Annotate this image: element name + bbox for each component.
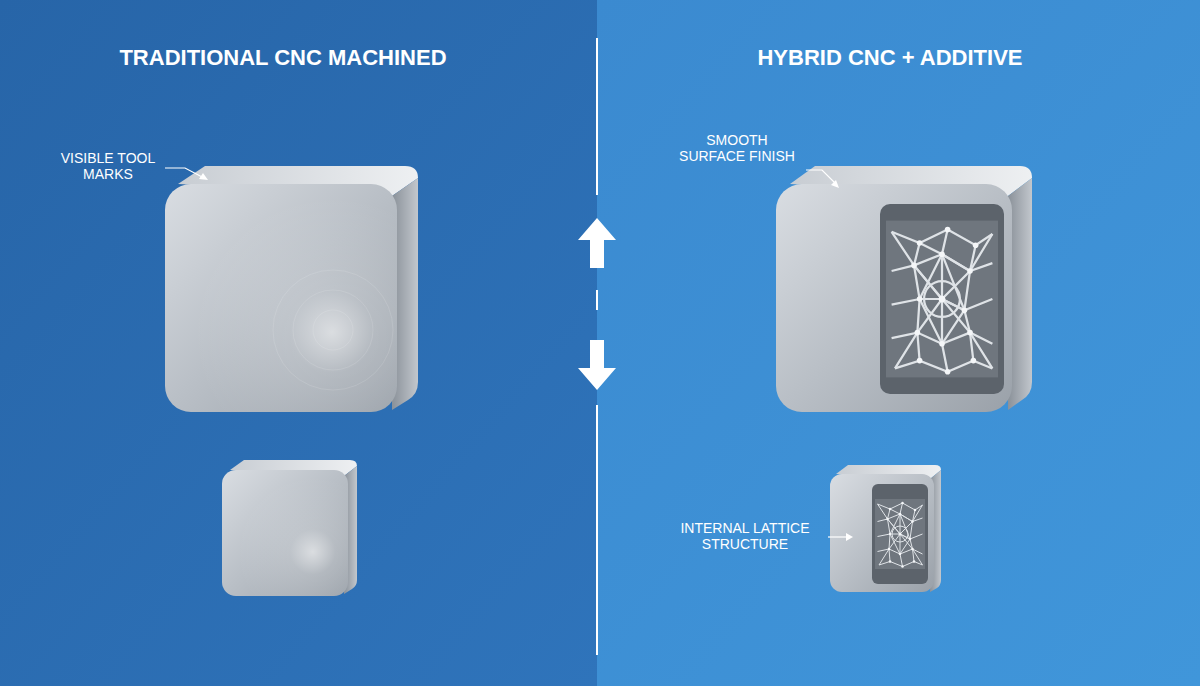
callout-label-box: INTERNAL LATTICE STRUCTURE xyxy=(665,520,825,552)
panel-heading-box: TRADITIONAL CNC MACHINED xyxy=(103,45,463,70)
hybrid-cube xyxy=(776,166,1032,412)
callout-label: INTERNAL LATTICE STRUCTURE xyxy=(665,520,825,552)
leader-arrowhead xyxy=(199,173,853,541)
left-panel xyxy=(0,0,597,686)
machined-cube xyxy=(165,166,418,412)
panel-heading: HYBRID CNC + ADDITIVE xyxy=(710,45,1070,70)
callout-label-box: SMOOTH SURFACE FINISH xyxy=(672,132,802,164)
callout-label: VISIBLE TOOL MARKS xyxy=(58,150,158,182)
direction-arrows xyxy=(578,218,616,390)
hybrid-cube-small xyxy=(830,465,941,592)
callout-label-box: VISIBLE TOOL MARKS xyxy=(58,150,158,182)
right-panel xyxy=(597,0,1200,686)
panel-heading: TRADITIONAL CNC MACHINED xyxy=(103,45,463,70)
panel-heading-box: HYBRID CNC + ADDITIVE xyxy=(710,45,1070,70)
machined-cube-small xyxy=(222,460,357,596)
leader-line xyxy=(165,168,848,537)
callout-label: SMOOTH SURFACE FINISH xyxy=(672,132,802,164)
